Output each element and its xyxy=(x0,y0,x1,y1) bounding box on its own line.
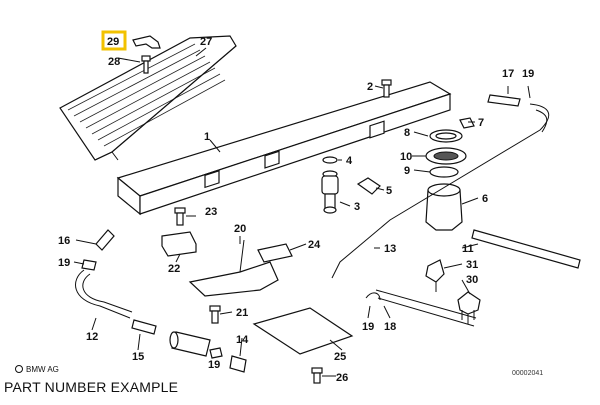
mounting-bracket-part xyxy=(161,231,197,257)
label-11: 11 xyxy=(462,243,474,255)
label-22: 22 xyxy=(168,263,180,275)
fuel-injector-part xyxy=(321,170,339,214)
screw-26-part xyxy=(311,367,323,384)
bracket-clip-part xyxy=(356,177,381,195)
label-8: 8 xyxy=(404,127,410,139)
fuel-filter-part xyxy=(169,331,211,357)
label-23: 23 xyxy=(205,206,217,218)
brand-label: BMW AG xyxy=(26,365,59,374)
seal-ring-part xyxy=(429,166,459,178)
label-2: 2 xyxy=(367,81,373,93)
label-13: 13 xyxy=(384,243,396,255)
label-5: 5 xyxy=(386,185,392,197)
label-31: 31 xyxy=(466,259,478,271)
label-19b: 19 xyxy=(58,257,70,269)
label-6: 6 xyxy=(482,193,488,205)
washer-part xyxy=(322,156,338,164)
hose-holder-part xyxy=(457,291,481,324)
hose-sleeve-part xyxy=(131,319,157,335)
pressure-regulator-ring-part xyxy=(425,147,467,165)
label-9: 9 xyxy=(404,165,410,177)
bolt-part xyxy=(381,79,392,98)
label-15: 15 xyxy=(132,351,144,363)
label-24: 24 xyxy=(308,239,321,251)
screw-23-part xyxy=(174,207,186,226)
fuel-rail-part xyxy=(116,81,452,216)
label-14: 14 xyxy=(236,334,249,346)
support-bracket-part xyxy=(188,261,279,297)
leader-lines xyxy=(73,47,531,377)
label-19c: 19 xyxy=(208,359,220,371)
part-number-labels: 29 27 28 1 2 17 19 7 8 10 9 4 5 3 6 13 1… xyxy=(58,36,534,384)
clip-small-part xyxy=(459,117,475,129)
label-26: 26 xyxy=(336,372,348,384)
hose-clip-part xyxy=(425,259,445,292)
label-25: 25 xyxy=(334,351,346,363)
label-16: 16 xyxy=(58,235,70,247)
label-3: 3 xyxy=(354,201,360,213)
label-20: 20 xyxy=(234,223,246,235)
left-hose-part xyxy=(75,229,133,319)
return-hose-part xyxy=(331,94,550,279)
fuel-pipe-part xyxy=(471,229,581,269)
label-17: 17 xyxy=(502,68,514,80)
label-27: 27 xyxy=(200,36,212,48)
feed-line-part xyxy=(375,289,477,327)
label-1: 1 xyxy=(204,131,210,143)
label-10: 10 xyxy=(400,151,412,163)
label-7: 7 xyxy=(478,117,484,129)
screw-21-part xyxy=(209,305,221,324)
clip-24-part xyxy=(257,243,293,263)
hose-14-part xyxy=(229,355,247,373)
heat-shield-part xyxy=(252,307,354,355)
clip-part xyxy=(132,35,161,49)
label-30: 30 xyxy=(466,274,478,286)
label-21: 21 xyxy=(236,307,248,319)
label-12: 12 xyxy=(86,331,98,343)
label-28: 28 xyxy=(108,56,120,68)
screw-part xyxy=(141,55,151,74)
highlight-box xyxy=(101,30,127,51)
injector-cover-part xyxy=(59,35,237,161)
caption-text: PART NUMBER EXAMPLE xyxy=(4,379,179,395)
clamp-part xyxy=(209,347,223,359)
label-19a: 19 xyxy=(522,68,534,80)
label-18: 18 xyxy=(384,321,396,333)
pressure-regulator-part xyxy=(425,183,463,231)
drawing-code: 00002041 xyxy=(512,370,544,377)
label-19d: 19 xyxy=(362,321,374,333)
label-4: 4 xyxy=(346,155,353,167)
label-29: 29 xyxy=(107,36,119,48)
bmw-logo-icon xyxy=(15,365,23,373)
